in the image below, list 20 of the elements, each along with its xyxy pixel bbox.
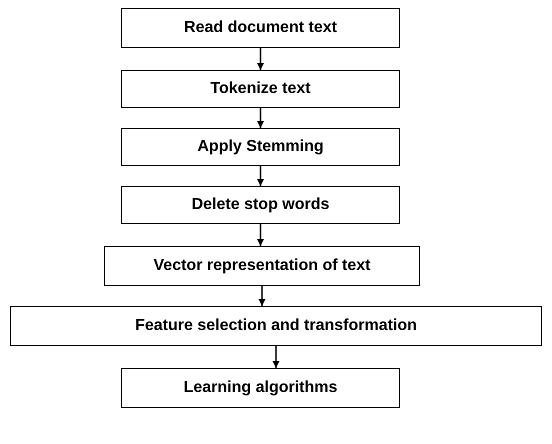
process-box [121,70,400,108]
arrow [257,224,264,246]
arrow [257,166,264,186]
step-label: Tokenize text [210,80,311,98]
step-label: Read document text [184,19,337,37]
arrow [258,286,266,306]
step-label: Vector representation of text [154,257,370,275]
arrow [257,108,264,128]
process-box [121,128,400,166]
step-label: Delete stop words [192,196,330,214]
process-box [121,186,400,224]
process-box [10,306,542,346]
step-label: Apply Stemming [197,138,324,156]
step-label: Feature selection and transformation [135,317,417,335]
process-box [121,8,400,48]
arrow [272,346,280,368]
arrow [257,48,264,70]
step-label: Learning algorithms [184,379,338,397]
process-box [121,368,400,408]
process-box [104,246,420,286]
